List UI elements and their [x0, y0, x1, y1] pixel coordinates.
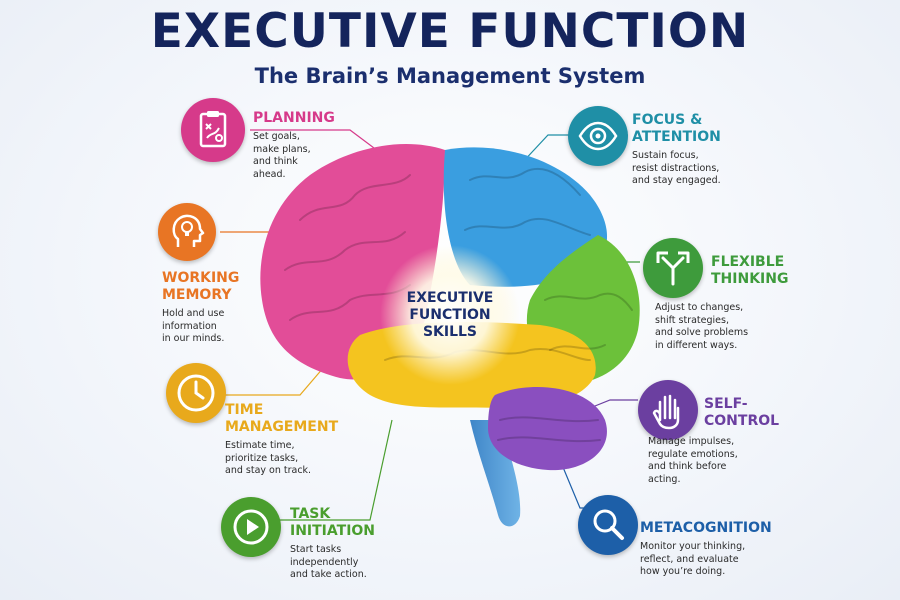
head-lightbulb-icon [172, 214, 205, 247]
skill-description: Adjust to changes, shift strategies, and… [655, 302, 749, 351]
skill-heading: WORKING MEMORY [162, 270, 240, 303]
clock-icon [177, 374, 215, 412]
skill-description: Monitor your thinking, reflect, and eval… [640, 541, 746, 577]
skill-description: Estimate time, prioritize tasks, and sta… [225, 440, 312, 476]
skill-heading: TASK INITIATION [290, 506, 376, 539]
planning-icon-circle [181, 98, 245, 162]
skill-planning: PLANNING Set goals, make plans, and thin… [253, 110, 373, 181]
clipboard-strategy-icon [199, 111, 227, 148]
skill-description: Hold and use information in our minds. [162, 308, 225, 344]
center-glow [380, 245, 520, 385]
page-title: EXECUTIVE FUNCTION [150, 4, 750, 59]
skill-heading: FOCUS & ATTENTION [632, 112, 721, 145]
connector-self-control [589, 399, 638, 409]
focus-attention-icon-circle [568, 106, 628, 166]
parietal-lobe [443, 147, 608, 287]
skill-description: Set goals, make plans, and think ahead. [253, 131, 311, 180]
skill-heading: SELF- CONTROL [704, 396, 780, 429]
time-management-icon-circle [166, 363, 226, 423]
self-control-icon-circle [638, 380, 698, 440]
skill-heading: PLANNING [253, 110, 335, 126]
skill-focus-attention: FOCUS & ATTENTION Sustain focus, resist … [632, 112, 772, 188]
working-memory-icon-circle [158, 203, 216, 261]
center-label: EXECUTIVE FUNCTION SKILLS [406, 290, 494, 340]
skill-description: Manage impulses, regulate emotions, and … [648, 436, 738, 485]
split-arrows-icon [656, 251, 690, 286]
skill-working-memory: WORKING MEMORY Hold and use information … [162, 270, 292, 346]
magnifying-glass-icon [593, 509, 624, 540]
task-initiation-icon-circle [221, 497, 281, 557]
skill-time-management: TIME MANAGEMENT Estimate time, prioritiz… [225, 402, 355, 478]
page-subtitle: The Brain’s Management System [254, 64, 646, 88]
skill-description: Start tasks independently and take actio… [290, 544, 367, 580]
metacognition-icon-circle [578, 495, 638, 555]
skill-heading: FLEXIBLE THINKING [711, 254, 789, 287]
skill-description: Sustain focus, resist distractions, and … [632, 150, 721, 186]
skill-flexible-thinking: FLEXIBLE THINKING Adjust to changes, shi… [655, 254, 795, 352]
skill-self-control: SELF- CONTROL Manage impulses, regulate … [648, 396, 788, 486]
eye-icon [578, 121, 618, 151]
connector-time-management [215, 359, 331, 396]
skill-task-initiation: TASK INITIATION Start tasks independentl… [290, 506, 420, 582]
raised-hand-icon [652, 394, 680, 430]
connector-task-initiation [280, 419, 393, 521]
skill-heading: METACOGNITION [640, 520, 772, 536]
flexible-thinking-icon-circle [643, 238, 703, 298]
skill-heading: TIME MANAGEMENT [225, 402, 339, 435]
cerebellum [488, 387, 607, 471]
skill-metacognition: METACOGNITION Monitor your thinking, ref… [640, 520, 790, 579]
play-button-icon [233, 509, 269, 545]
